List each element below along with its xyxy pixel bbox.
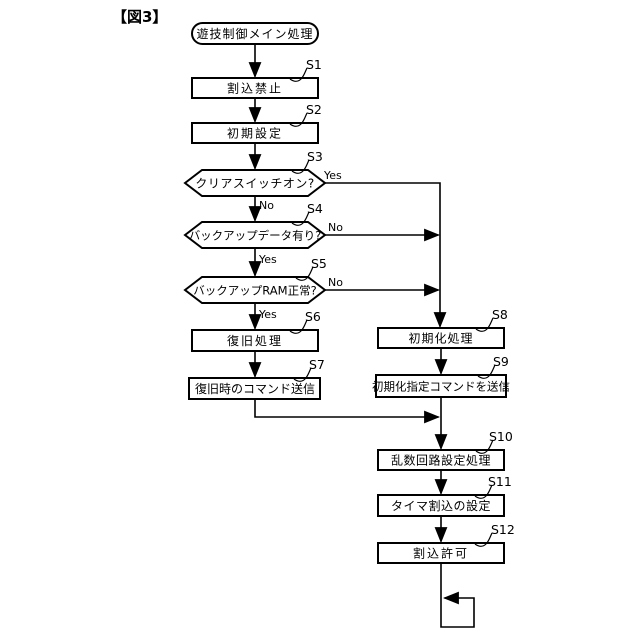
s1-step-connector <box>289 67 308 82</box>
s1-label: 割込禁止 <box>227 81 283 96</box>
node-s6: 復旧処理 S6 <box>191 309 321 352</box>
s8-step-label: S8 <box>492 307 508 322</box>
s9-label: 初期化指定コマンドを送信 <box>372 380 510 394</box>
edge-s7-merge <box>254 399 441 424</box>
s12-label: 割込許可 <box>413 546 469 561</box>
node-s3: クリアスイッチオン? S3 <box>183 149 327 197</box>
s9-step-label: S9 <box>493 354 509 369</box>
s11-label: タイマ割込の設定 <box>391 498 491 513</box>
s6-step-label: S6 <box>305 309 321 324</box>
s5-step-label: S5 <box>311 256 327 271</box>
s4-decision-hexagon <box>183 221 327 249</box>
node-start: 遊技制御メイン処理 <box>191 22 319 45</box>
s7-step-connector <box>293 367 312 382</box>
s12-step-connector <box>474 532 493 547</box>
s6-process-box <box>191 329 319 352</box>
s3-step-connector <box>291 159 310 174</box>
s9-step-connector <box>477 364 496 379</box>
figure-title: 【図3】 <box>112 8 167 26</box>
start-terminal-label: 遊技制御メイン処理 <box>196 26 313 41</box>
s3-decision-hexagon <box>183 169 327 197</box>
s1-process-box <box>191 77 319 99</box>
node-s2: 初期設定 S2 <box>191 102 322 144</box>
s6-step-connector <box>289 319 308 334</box>
node-s12: 割込許可 S12 <box>377 522 515 564</box>
s5-decision-hexagon <box>183 276 327 304</box>
s10-process-box <box>377 449 505 471</box>
branch-s5-yes: Yes <box>258 308 277 321</box>
s4-step-connector <box>291 211 310 226</box>
node-s7: 復旧時のコマンド送信 S7 <box>188 357 325 400</box>
s8-label: 初期化処理 <box>408 332 473 346</box>
edge-s12-loop <box>440 563 475 628</box>
s5-label: バックアップRAM正常? <box>193 284 316 298</box>
s6-label: 復旧処理 <box>227 333 283 348</box>
node-s1: 割込禁止 S1 <box>191 57 322 99</box>
s7-label: 復旧時のコマンド送信 <box>195 381 315 396</box>
s11-process-box <box>377 494 505 517</box>
branch-s4-yes: Yes <box>258 253 277 266</box>
s10-label: 乱数回路設定処理 <box>391 453 491 468</box>
s10-step-label: S10 <box>489 429 513 444</box>
branch-s5-no: No <box>328 276 343 289</box>
node-s5: バックアップRAM正常? S5 <box>183 256 327 304</box>
s2-step-connector <box>289 112 308 127</box>
s8-step-connector <box>475 317 494 332</box>
branch-s3-no: No <box>259 199 274 212</box>
node-s9: 初期化指定コマンドを送信 S9 <box>372 354 510 398</box>
s2-step-label: S2 <box>306 102 322 117</box>
branch-s3-yes: Yes <box>323 169 342 182</box>
s10-step-connector <box>475 439 494 454</box>
s1-step-label: S1 <box>306 57 322 72</box>
s5-step-connector <box>295 266 314 281</box>
s12-step-label: S12 <box>491 522 515 537</box>
s4-label: バックアップデータ有り? <box>189 229 322 243</box>
branch-s4-no: No <box>328 221 343 234</box>
node-s11: タイマ割込の設定 S11 <box>377 474 512 517</box>
node-s10: 乱数回路設定処理 S10 <box>377 429 513 471</box>
s7-process-box <box>188 377 321 400</box>
s11-step-connector <box>474 484 493 499</box>
s7-step-label: S7 <box>309 357 325 372</box>
edge-s3-yes-s8 <box>325 182 447 329</box>
s4-step-label: S4 <box>307 201 323 216</box>
s2-label: 初期設定 <box>227 126 283 141</box>
s8-process-box <box>377 327 505 349</box>
s2-process-box <box>191 122 319 144</box>
s3-step-label: S3 <box>307 149 323 164</box>
s3-label: クリアスイッチオン? <box>195 177 314 191</box>
s9-process-box <box>375 374 507 398</box>
node-s8: 初期化処理 S8 <box>377 307 508 349</box>
s11-step-label: S11 <box>488 474 512 489</box>
node-s4: バックアップデータ有り? S4 <box>183 201 327 249</box>
s12-process-box <box>377 542 505 564</box>
start-terminal-shape <box>191 22 319 45</box>
